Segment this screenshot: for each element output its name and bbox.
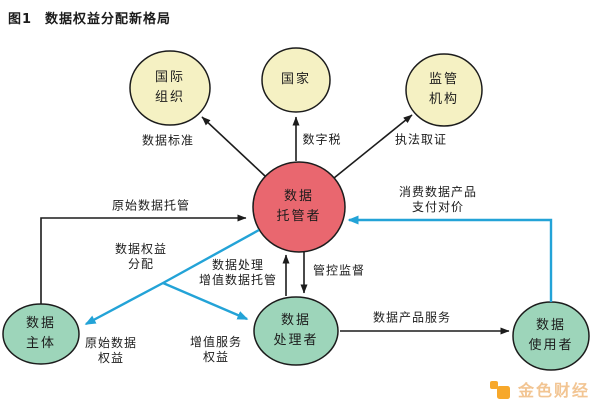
arrow-custodian-to-processor-rights <box>162 281 249 321</box>
jinse-logo-icon <box>489 379 511 400</box>
node-state <box>261 47 331 113</box>
edge-label-original-rights: 原始数据 权益 <box>84 335 138 365</box>
arrow-user-to-custodian-payment <box>347 215 553 302</box>
arrow-custodian-to-international-org <box>201 116 266 177</box>
node-label-subject: 数据 主体 <box>25 315 57 351</box>
edge-label-processing-custody: 数据处理 增值数据托管 <box>198 257 278 287</box>
edge-label-original-custody: 原始数据托管 <box>111 198 191 213</box>
figure-title: 图1 数据权益分配新格局 <box>8 8 171 27</box>
figure-number: 图1 <box>8 12 33 27</box>
edge-label-value-added-rights: 增值服务 权益 <box>189 334 243 364</box>
watermark: 金色财经 <box>489 377 590 401</box>
node-label-user: 数据 使用者 <box>528 317 574 353</box>
node-label-processor: 数据 处理者 <box>273 312 319 348</box>
node-label-regulator: 监管 机构 <box>428 71 460 107</box>
edge-label-consume-payment: 消费数据产品 支付对价 <box>398 184 478 214</box>
edge-label-rights-distribution: 数据权益 分配 <box>114 241 168 271</box>
figure-title-text: 数据权益分配新格局 <box>45 12 172 27</box>
watermark-brand-text: 金色财经 <box>517 381 590 400</box>
node-processor <box>253 296 339 366</box>
node-international-org <box>129 50 211 126</box>
node-regulator <box>405 53 483 127</box>
node-label-custodian: 数据 托管者 <box>276 188 322 224</box>
arrow-subject-to-custodian <box>40 214 247 304</box>
node-label-state: 国家 <box>280 71 312 87</box>
arrow-custodian-to-regulator <box>333 114 413 179</box>
node-custodian <box>252 161 346 253</box>
edge-label-supervision: 管控监督 <box>312 263 366 278</box>
edge-label-product-service: 数据产品服务 <box>372 310 452 325</box>
edge-label-law-enforcement: 执法取证 <box>394 132 448 147</box>
edge-label-digital-tax: 数字税 <box>302 132 342 147</box>
edge-label-data-standards: 数据标准 <box>141 133 195 148</box>
node-label-international-org: 国际 组织 <box>154 69 186 105</box>
